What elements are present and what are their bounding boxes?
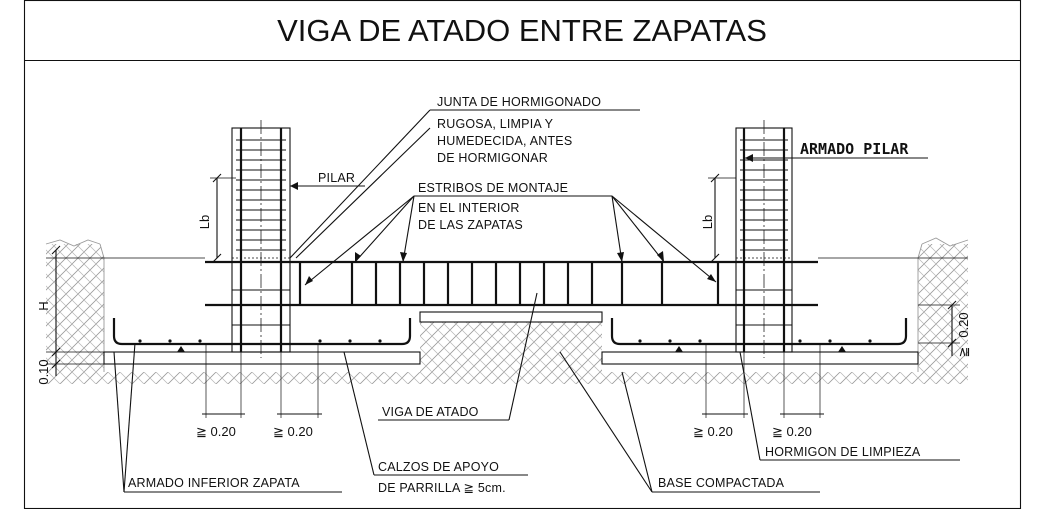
tie-beam-stirrups [350, 262, 664, 305]
label-armado-inferior: ARMADO INFERIOR ZAPATA [128, 476, 300, 490]
label-armado-pilar: ARMADO PILAR [800, 140, 909, 158]
label-junta-2: HUMEDECIDA, ANTES [437, 134, 572, 148]
dim-020-b: ≧ 0.20 [273, 424, 313, 439]
rebar-dots [138, 339, 872, 343]
bottom-rebar-left [112, 318, 412, 346]
drawing-title: VIGA DE ATADO ENTRE ZAPATAS [277, 13, 767, 48]
dim-010: 0.10 [36, 359, 51, 384]
dim-020-vertical: 0.20 [956, 312, 971, 337]
label-estribos-title: ESTRIBOS DE MONTAJE [418, 181, 568, 195]
dim-lb-left: Lb [197, 215, 212, 229]
bottom-rebar-right [610, 318, 908, 346]
label-junta-title: JUNTA DE HORMIGONADO [437, 95, 601, 109]
dim-ge-symbol: ≧ [956, 347, 971, 358]
dim-h: H [36, 301, 51, 310]
label-pilar: PILAR [318, 171, 355, 185]
estribos-leaders [304, 195, 717, 286]
label-junta-3: DE HORMIGONAR [437, 151, 548, 165]
dim-020-a: ≧ 0.20 [196, 424, 236, 439]
left-column [231, 120, 291, 358]
dim-020-c: ≧ 0.20 [693, 424, 733, 439]
dim-020-d: ≧ 0.20 [772, 424, 812, 439]
label-viga-atado: VIGA DE ATADO [382, 405, 479, 419]
label-estribos-1: EN EL INTERIOR [418, 201, 520, 215]
label-estribos-2: DE LAS ZAPATAS [418, 218, 523, 232]
dim-lb-right: Lb [700, 215, 715, 229]
spacer-right-b [838, 346, 846, 352]
tie-beam-base [419, 311, 603, 323]
label-calzos-1: CALZOS DE APOYO [378, 460, 499, 474]
bottom-dims [202, 345, 824, 418]
label-hormigon-limpieza: HORMIGON DE LIMPIEZA [765, 445, 921, 459]
label-calzos-2: DE PARRILLA ≧ 5cm. [378, 481, 506, 495]
label-junta-1: RUGOSA, LIMPIA Y [437, 117, 554, 131]
label-base-compactada: BASE COMPACTADA [658, 476, 785, 490]
right-column [735, 120, 793, 358]
soil-hatch [45, 237, 969, 384]
spacer-right-a [675, 346, 683, 352]
spacer-left [177, 346, 185, 352]
